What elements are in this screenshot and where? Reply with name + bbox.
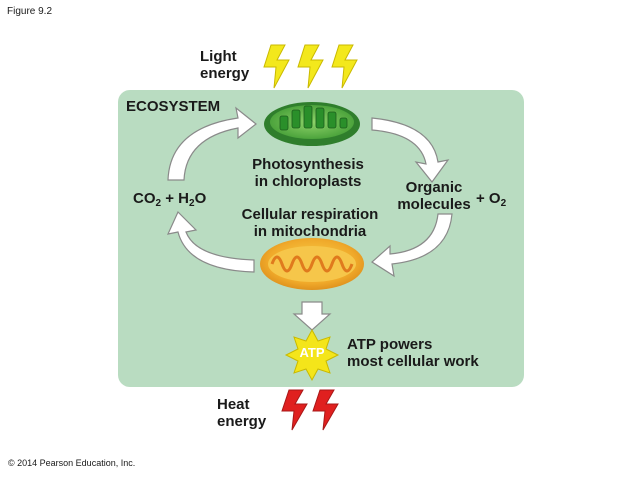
ecosystem-title: ECOSYSTEM bbox=[126, 98, 221, 115]
chloroplast-icon bbox=[264, 102, 360, 146]
oxygen-subscript: 2 bbox=[500, 198, 507, 209]
atp-label: ATP bbox=[299, 345, 325, 360]
oxygen-label: + O2 bbox=[476, 190, 506, 212]
atp-powers-line2: most cellular work bbox=[347, 353, 479, 370]
light-energy-line1: Light bbox=[200, 48, 237, 65]
photosynthesis-label: Photosynthesis in chloroplasts bbox=[232, 156, 384, 190]
co2-water-label: CO2 + H2O bbox=[133, 190, 206, 212]
cycle-arrow-icon bbox=[166, 106, 453, 331]
heat-energy-label: Heat energy bbox=[217, 396, 266, 430]
water-text: + H bbox=[161, 190, 189, 207]
co2-text: CO bbox=[133, 190, 156, 207]
mitochondrion-icon bbox=[260, 238, 364, 290]
heat-energy-line2: energy bbox=[217, 413, 267, 430]
co2-subscript: 2 bbox=[155, 198, 162, 209]
respiration-label: Cellular respiration in mitochondria bbox=[230, 206, 390, 240]
light-bolt-icon bbox=[263, 44, 358, 89]
oxygen-text: + O bbox=[476, 190, 501, 207]
respiration-line1: Cellular respiration bbox=[241, 206, 379, 223]
water-o-text: O bbox=[194, 190, 207, 207]
organic-line2: molecules bbox=[397, 196, 471, 213]
photosynthesis-line1: Photosynthesis bbox=[252, 156, 364, 173]
figure-label: Figure 9.2 bbox=[7, 6, 53, 17]
light-energy-line2: energy bbox=[200, 65, 250, 82]
water-subscript: 2 bbox=[189, 198, 195, 209]
respiration-line2: in mitochondria bbox=[253, 223, 367, 240]
light-energy-label: Light energy bbox=[200, 48, 249, 82]
organic-line1: Organic bbox=[405, 179, 463, 196]
atp-powers-line1: ATP powers bbox=[347, 336, 433, 353]
atp-powers-label: ATP powers most cellular work bbox=[347, 336, 479, 370]
heat-energy-line1: Heat bbox=[217, 396, 250, 413]
atp-starburst-icon bbox=[284, 328, 340, 382]
copyright-notice: © 2014 Pearson Education, Inc. bbox=[8, 458, 136, 468]
organic-molecules-label: Organic molecules bbox=[392, 179, 476, 213]
heat-bolt-icon bbox=[281, 389, 339, 431]
photosynthesis-line2: in chloroplasts bbox=[254, 173, 362, 190]
